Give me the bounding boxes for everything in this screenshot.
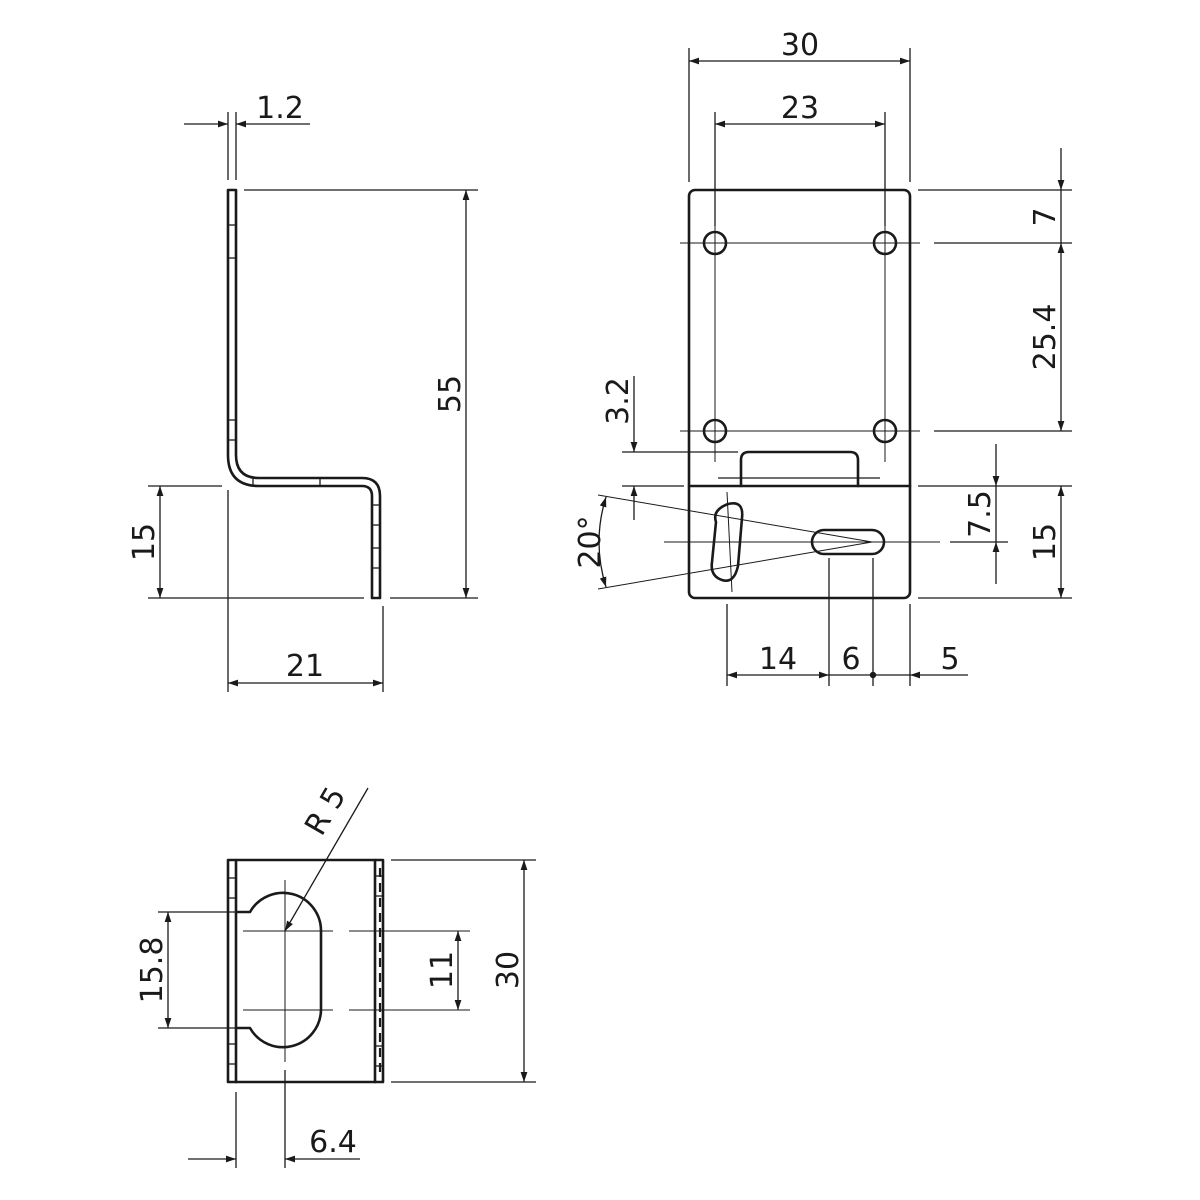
side-profile bbox=[226, 188, 382, 600]
bottom-extension-lines bbox=[158, 859, 536, 1168]
dim-hole-spacing-x-label: 23 bbox=[781, 91, 819, 126]
dim-edge-5-label: 5 bbox=[940, 642, 959, 677]
front-tab bbox=[739, 450, 860, 488]
front-angled-slot bbox=[710, 502, 744, 582]
dim-side-lower-label: 15 bbox=[127, 523, 162, 561]
dim-slot-center-label: 7.5 bbox=[963, 490, 998, 538]
dim-thickness-label: 1.2 bbox=[256, 91, 304, 126]
front-horizontal-slot bbox=[810, 528, 886, 556]
dim-angle-arc bbox=[598, 496, 607, 588]
dim-top-hole-offset-label: 7 bbox=[1028, 207, 1063, 226]
dim-front-lower-label: 15 bbox=[1028, 523, 1063, 561]
dim-bottom-slot-length-label: 15.8 bbox=[135, 937, 170, 1004]
dim-angle-label: 20° bbox=[573, 515, 608, 568]
dim-side-depth-label: 21 bbox=[286, 649, 324, 684]
dim-hole-spacing-y-label: 25.4 bbox=[1028, 304, 1063, 371]
side-extension-lines bbox=[148, 112, 478, 692]
dim-bottom-slot-inner-label: 11 bbox=[425, 951, 460, 989]
bottom-view: R 5 15.8 11 30 6.4 bbox=[135, 781, 536, 1168]
bottom-center-lines bbox=[243, 880, 470, 1062]
dim-radius-label: R 5 bbox=[298, 781, 353, 841]
dim-slot-length-label: 6 bbox=[841, 642, 860, 677]
dim-height-total-label: 55 bbox=[433, 375, 468, 413]
bottom-fold-marks bbox=[228, 875, 383, 1067]
dim-bottom-width-label: 30 bbox=[491, 951, 526, 989]
front-outline bbox=[687, 188, 912, 600]
side-view: 1.2 55 15 21 bbox=[127, 91, 478, 692]
side-fold-marks bbox=[228, 224, 380, 569]
dim-bottom-offset-label: 6.4 bbox=[309, 1125, 357, 1160]
dim-tab-gap-label: 3.2 bbox=[601, 377, 636, 425]
front-view: 30 23 7 25.4 3.2 7.5 15 20° 14 6 5 bbox=[573, 28, 1072, 686]
dim-radius-leader bbox=[284, 787, 369, 932]
dim-front-width-label: 30 bbox=[781, 28, 819, 63]
bottom-outline bbox=[226, 858, 385, 1084]
front-center-lines bbox=[597, 212, 940, 593]
front-extension-lines bbox=[622, 48, 1072, 686]
bottom-oblong-slot bbox=[234, 891, 323, 1049]
dim-offset-14-label: 14 bbox=[759, 642, 797, 677]
